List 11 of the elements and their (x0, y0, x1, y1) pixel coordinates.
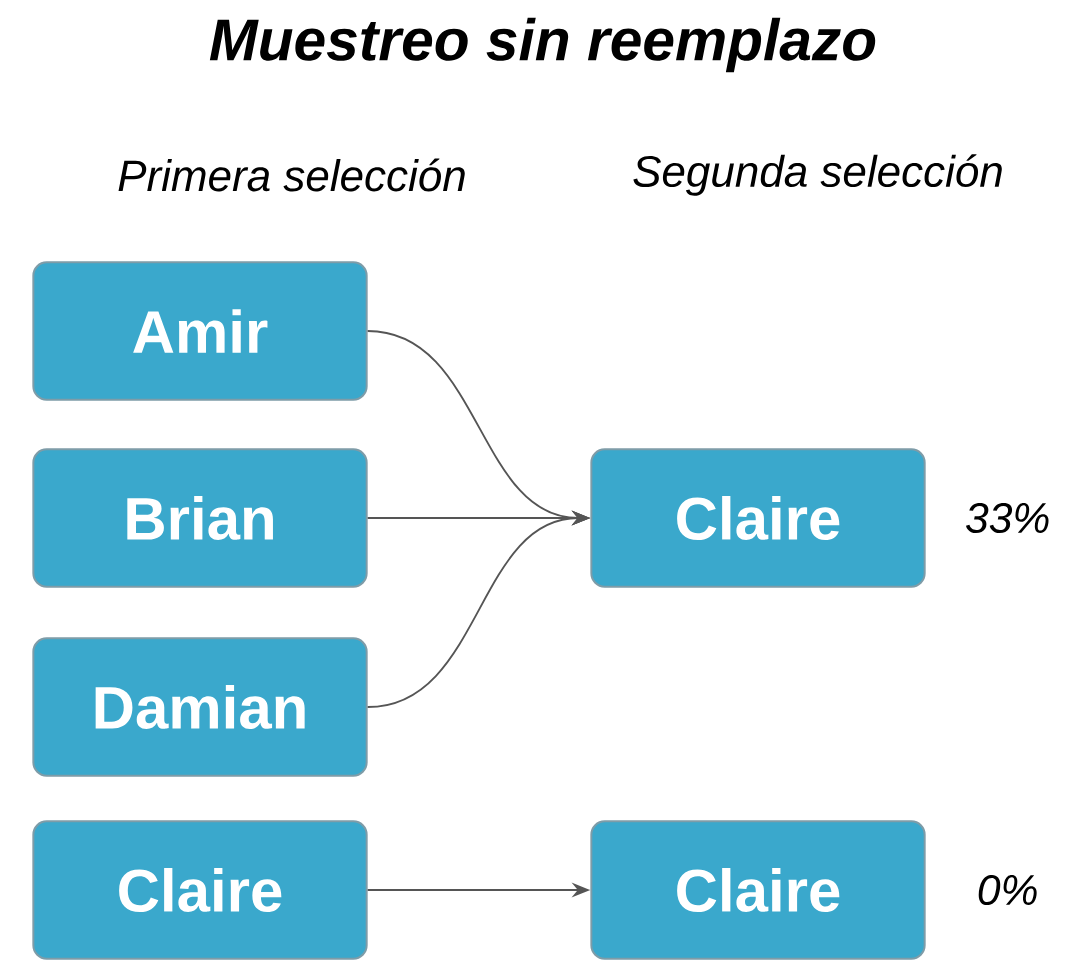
name-box: Claire (590, 448, 926, 588)
name-box: Claire (32, 820, 368, 960)
title: Muestreo sin reemplazo (209, 17, 876, 73)
percentage: 0% (978, 874, 1037, 906)
name-box: Brian (32, 448, 368, 588)
column-heading: Primera selección (118, 158, 465, 192)
column-heading: Segunda selección (633, 154, 1002, 196)
percentage: 33% (966, 502, 1049, 534)
name-box: Amir (32, 261, 368, 401)
name-box: Claire (590, 820, 926, 960)
name-box: Damian (32, 637, 368, 777)
